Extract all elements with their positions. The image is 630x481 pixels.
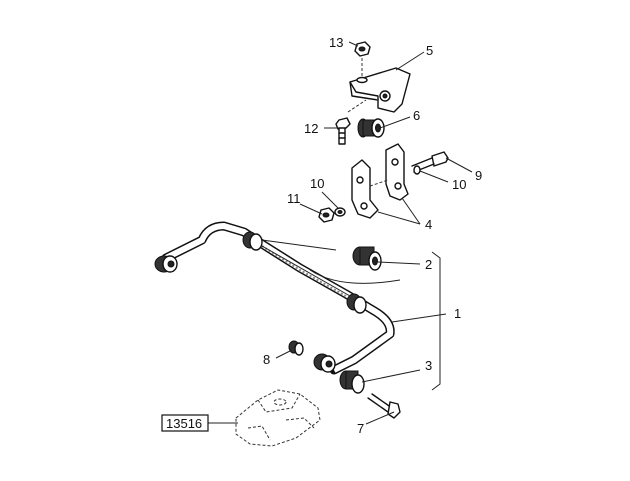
bushing-6	[357, 118, 385, 138]
bolt-9	[411, 151, 449, 175]
reference-box-label: 13516	[166, 416, 202, 431]
leader-lines	[208, 41, 473, 425]
mounting-bracket	[349, 67, 411, 113]
callout-13: 13	[329, 35, 343, 50]
axle-housing-reference	[235, 389, 321, 447]
nut-11	[318, 207, 335, 223]
washer-10	[334, 207, 346, 217]
clamp-plates	[351, 143, 409, 219]
callout-6: 6	[413, 108, 420, 123]
stabilizer-bar	[154, 221, 395, 375]
callout-10-left: 10	[310, 176, 324, 191]
callout-4: 4	[425, 217, 432, 232]
bushing-2	[352, 246, 382, 271]
callout-2: 2	[425, 257, 432, 272]
callout-11: 11	[287, 191, 301, 206]
callout-10-right: 10	[452, 177, 466, 192]
nut-13	[354, 41, 371, 57]
callout-9: 9	[475, 168, 482, 183]
callout-12: 12	[304, 121, 318, 136]
callout-8: 8	[263, 352, 270, 367]
bushing-8	[288, 340, 304, 356]
bushing-3	[339, 370, 365, 394]
callout-5: 5	[426, 43, 433, 58]
callout-1: 1	[454, 306, 461, 321]
callout-7: 7	[357, 421, 364, 436]
reference-box: 13516	[161, 414, 209, 432]
callout-3: 3	[425, 358, 432, 373]
bolt-7	[367, 393, 401, 419]
bolt-12	[335, 99, 367, 145]
